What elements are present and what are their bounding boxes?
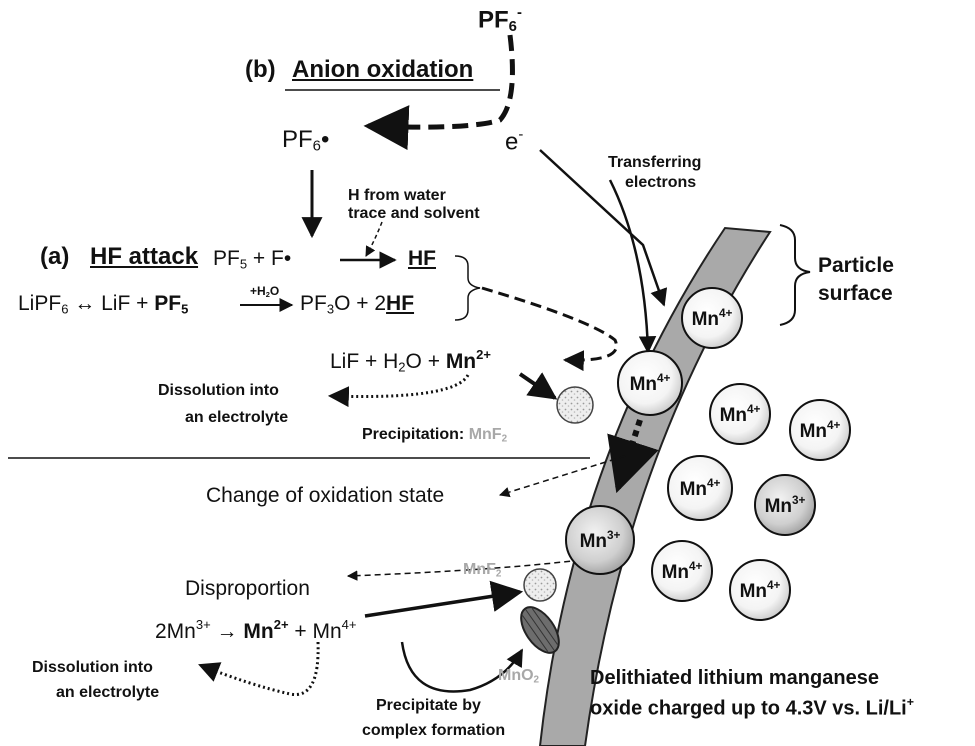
mn-ion-label: Mn4+	[739, 579, 781, 603]
mn-ion-circle	[709, 383, 771, 445]
mn-ion-circle	[729, 559, 791, 621]
mno2-particle	[520, 606, 560, 654]
mn-ion-label: Mn4+	[629, 372, 671, 396]
electron-transfer-line	[539, 149, 668, 307]
particle-surface-brace	[779, 224, 811, 326]
precip-complex-1: Precipitate by	[376, 697, 481, 714]
reduction-arrow	[607, 419, 659, 494]
mn-ion-label: Mn4+	[691, 307, 733, 331]
particle-surface-1: Particle	[818, 254, 894, 277]
dissolution-top-1: Dissolution into	[158, 382, 279, 399]
precipitation-label: Precipitation: MnF2	[362, 426, 508, 445]
caption-line-1: Delithiated lithium manganese	[590, 667, 879, 689]
transfer-label-2: electrons	[625, 174, 697, 191]
lipf6-equation: LiPF6 ↔ LiF + PF5	[18, 292, 189, 317]
transfer-label-1: Transferring	[608, 154, 702, 171]
mn-ion-label: Mn3+	[579, 529, 621, 553]
precip-complex-2: complex formation	[362, 722, 506, 739]
dissolution-bottom-1: Dissolution into	[32, 659, 153, 676]
mn-ion-circle	[617, 350, 683, 416]
lif-mn-equation: LiF + H2O + Mn2+	[330, 347, 491, 375]
plus-h2o-label: +H2O	[250, 284, 280, 299]
ion-layer	[565, 287, 851, 621]
anion-top-label: PF6-	[478, 5, 522, 36]
dissolution-bottom-2: an electrolyte	[56, 684, 160, 701]
caption-line-2: oxide charged up to 4.3V vs. Li/Li+	[590, 695, 914, 720]
hf-brace	[454, 255, 481, 321]
h-source-label-1: H from water	[348, 187, 446, 204]
mnf2-particle-top	[556, 386, 594, 424]
oxidation-change-label: Change of oxidation state	[206, 484, 445, 507]
mn-to-precip-arrow	[518, 372, 558, 400]
anion-oxidation-arrow	[363, 34, 515, 151]
dissolution-top-arrow	[327, 374, 470, 408]
b-title: Anion oxidation	[292, 56, 474, 83]
dissolution-bottom-arrow	[198, 641, 320, 697]
particle-surface-2: surface	[818, 282, 893, 305]
mnf2-bottom-label: MnF2	[463, 561, 502, 580]
pf5-plus-f: PF5 + F•	[213, 247, 292, 272]
a-title: HF attack	[90, 243, 199, 270]
mn-ion-label: Mn4+	[799, 419, 841, 443]
mno2-label: MnO2	[498, 667, 540, 686]
mn-ion-circle	[681, 287, 743, 349]
h-source-arrow	[365, 221, 383, 257]
pf3o-product: PF3O + 2HF	[300, 292, 415, 317]
complex-arrow	[400, 641, 524, 693]
mn-ion-circle	[789, 399, 851, 461]
h-source-label-2: trace and solvent	[348, 205, 480, 222]
mn-ion-label: Mn4+	[679, 477, 721, 501]
a-label: (a)	[40, 243, 70, 270]
electron-label: e-	[505, 127, 524, 156]
hf-product: HF	[408, 247, 436, 270]
disproportion-label: Disproportion	[185, 577, 310, 600]
mnf2-particle-bottom	[523, 568, 557, 602]
disproportion-equation: 2Mn3+ → Mn2+ + Mn4+	[155, 617, 357, 644]
mn-ion-circle	[754, 474, 816, 536]
mn-to-mnf2-arrow	[364, 580, 524, 618]
disproportion-arrow	[346, 559, 581, 581]
mn-ion-label: Mn4+	[719, 403, 761, 427]
mn-ion-circle	[667, 455, 733, 521]
oxidation-change-arrow	[498, 455, 626, 498]
hf-to-mn-arrow	[481, 286, 618, 372]
mn-ion-label: Mn3+	[764, 494, 806, 518]
mn-ion-label: Mn4+	[661, 560, 703, 584]
mn-ion-circle	[651, 540, 713, 602]
dissolution-top-2: an electrolyte	[185, 409, 289, 426]
electron-transfer-arrow-2	[608, 179, 657, 354]
b-label: (b)	[245, 56, 276, 83]
pf6-radical: PF6•	[282, 126, 330, 155]
mn-ion-circle	[565, 505, 635, 575]
